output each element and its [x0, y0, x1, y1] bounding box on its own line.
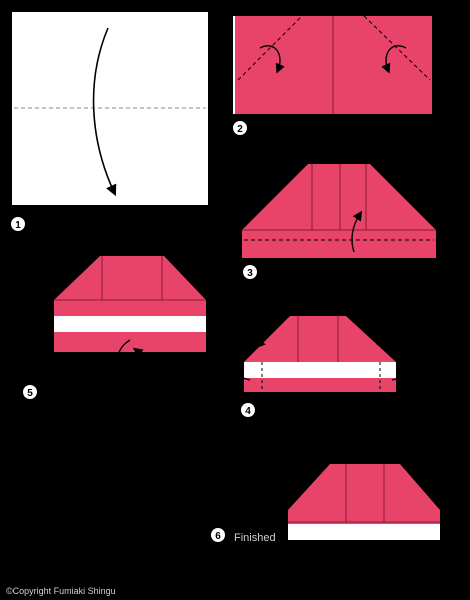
step-4-arrow-left	[228, 338, 266, 381]
step-5-turn-over-arrow	[116, 339, 144, 375]
step-6-diagram: 6 Finished	[211, 464, 440, 544]
step-6-white-band	[288, 524, 440, 540]
step-1-badge: 1	[11, 217, 25, 231]
step-5-white-band	[54, 316, 206, 332]
step-5-badge: 5	[23, 385, 37, 399]
step-2-fold-line-left	[237, 15, 303, 81]
step-3-diagram: 3	[242, 164, 436, 279]
step-2-fold-line-right	[363, 15, 431, 81]
step-1-diagram: 1	[11, 12, 208, 231]
svg-text:4: 4	[245, 406, 251, 417]
svg-text:6: 6	[215, 531, 221, 542]
step-2-arrow-right	[381, 45, 407, 74]
step-6-paper	[288, 464, 440, 540]
step-2-badge: 2	[233, 121, 247, 135]
step-4-badge: 4	[241, 403, 255, 417]
svg-text:2: 2	[237, 124, 243, 135]
step-3-paper	[242, 164, 436, 258]
svg-text:3: 3	[247, 268, 253, 279]
copyright-text: ©Copyright Fumiaki Shingu	[6, 586, 116, 596]
finished-label: Finished	[234, 532, 276, 544]
step-1-fold-arrow	[92, 27, 117, 197]
step-3-badge: 3	[243, 265, 257, 279]
step-2-diagram: 2	[233, 15, 432, 135]
step-4-arrow-right	[376, 338, 414, 381]
step-5-diagram: 5	[23, 256, 206, 399]
step-2-arrow-left	[259, 45, 285, 74]
svg-text:5: 5	[27, 388, 33, 399]
step-4-diagram: 4	[228, 316, 414, 417]
step-3-fold-arrow	[351, 210, 363, 253]
step-4-white-band	[244, 362, 396, 378]
svg-text:1: 1	[15, 220, 21, 231]
step-6-badge: 6	[211, 528, 225, 542]
step-5-paper	[54, 256, 206, 352]
step-4-paper	[244, 316, 396, 392]
